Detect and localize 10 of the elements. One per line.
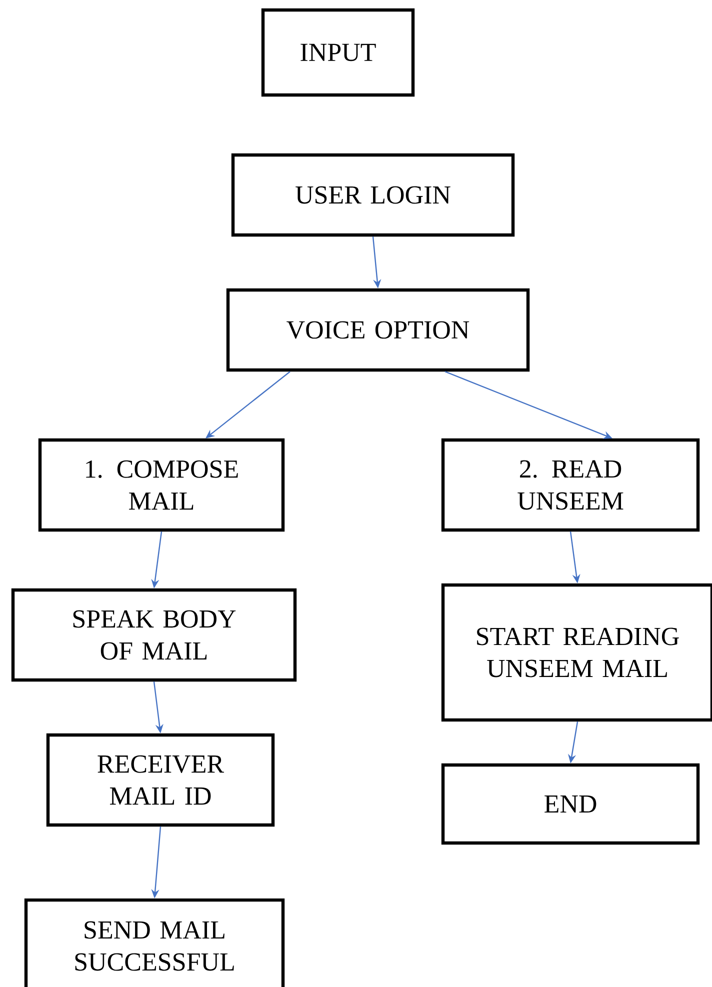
process-box: 1. COMPOSE MAIL	[38, 438, 285, 532]
process-box: 2. READ UNSEEM	[441, 438, 700, 532]
process-box: USER LOGIN	[231, 153, 515, 237]
process-box: SPEAK BODY OF MAIL	[11, 588, 297, 682]
process-box: START READING UNSEEM MAIL	[441, 583, 712, 722]
process-box: INPUT	[261, 8, 415, 97]
process-box: END	[441, 763, 700, 845]
process-box: SEND MAIL SUCCESSFUL	[24, 898, 285, 987]
process-box: VOICE OPTION	[226, 288, 530, 372]
process-box: RECEIVER MAIL ID	[46, 733, 275, 827]
